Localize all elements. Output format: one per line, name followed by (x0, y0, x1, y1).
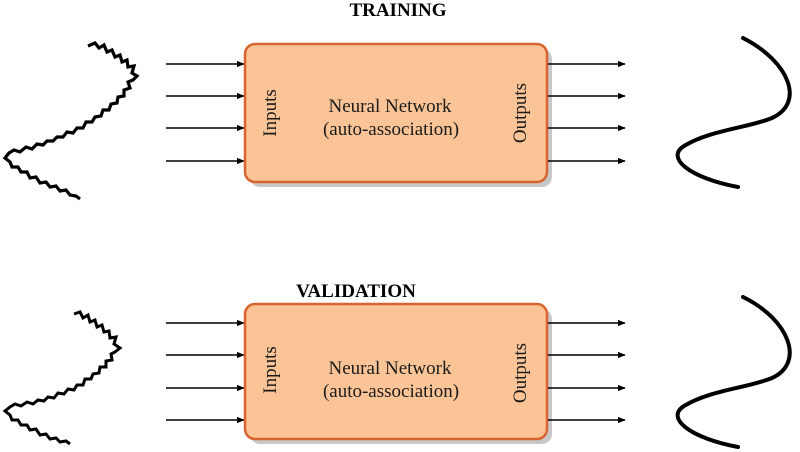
input-arrows (166, 319, 245, 424)
box-title-line2: (auto-association) (323, 119, 459, 140)
box-title-line2: (auto-association) (323, 381, 459, 402)
clean-sine-wave-icon (675, 295, 792, 449)
box-title-line1: Neural Network (329, 358, 452, 379)
inputs-label: Inputs (260, 346, 281, 394)
noisy-sine-wave-icon (2, 310, 123, 446)
validation-title: VALIDATION (296, 281, 416, 302)
output-arrows (548, 319, 626, 424)
validation-section: VALIDATION Neural Network (auto-associat… (2, 281, 792, 449)
output-arrows (548, 60, 626, 165)
neural-network-box: Neural Network (auto-association) Inputs… (243, 302, 552, 444)
outputs-label: Outputs (510, 83, 531, 143)
box-title-line1: Neural Network (329, 96, 452, 117)
box-body (243, 42, 549, 184)
training-title: TRAINING (349, 0, 446, 21)
outputs-label: Outputs (510, 343, 531, 403)
box-body (243, 302, 549, 441)
inputs-label: Inputs (260, 89, 281, 137)
neural-network-box: Neural Network (auto-association) Inputs… (243, 42, 552, 187)
input-arrows (166, 60, 245, 165)
clean-sine-wave-icon (675, 36, 792, 189)
training-section: TRAINING Neural Network (auto-associatio… (2, 0, 792, 201)
noisy-sine-wave-icon (2, 41, 140, 201)
